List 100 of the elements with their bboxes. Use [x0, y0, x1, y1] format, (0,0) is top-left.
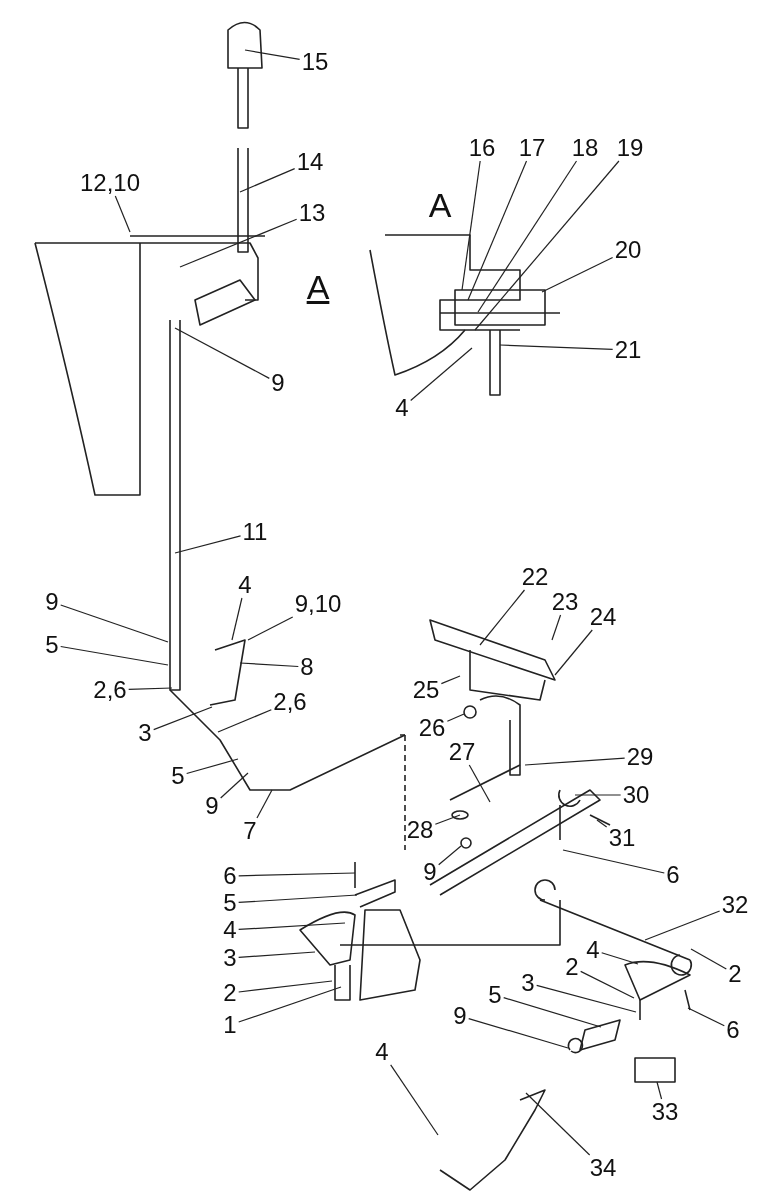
callout-number: 19: [616, 136, 644, 160]
callout-number: 11: [242, 520, 268, 544]
leader-line: [562, 849, 665, 874]
leader-line: [238, 922, 346, 931]
callout-number: 5: [171, 764, 185, 788]
callout-number: 22: [521, 565, 549, 589]
leader-line: [461, 160, 481, 291]
callout-number: 4: [375, 1040, 389, 1064]
leader-line: [238, 951, 316, 958]
leader-line: [580, 970, 635, 999]
leader-line: [601, 952, 639, 965]
callout-number: 32: [721, 893, 749, 917]
leader-line: [231, 597, 243, 641]
callout-number: 26: [418, 716, 446, 740]
leader-line: [525, 1092, 591, 1156]
leader-line: [477, 160, 578, 313]
callout-number: 17: [518, 136, 546, 160]
section-mark: A: [428, 188, 452, 222]
leader-line: [239, 662, 299, 668]
callout-number: 13: [298, 201, 326, 225]
leader-line: [596, 819, 608, 828]
leader-line: [467, 160, 528, 301]
leader-line: [551, 614, 562, 641]
callout-number: 6: [223, 864, 237, 888]
leader-line: [524, 757, 626, 766]
callout-number: 2: [223, 981, 237, 1005]
leader-line: [479, 589, 526, 646]
leader-line: [503, 997, 602, 1028]
callout-number: 5: [223, 891, 237, 915]
callout-number: 4: [586, 938, 600, 962]
callout-number: 4: [238, 573, 252, 597]
callout-number: 2: [728, 962, 742, 986]
callout-number: 5: [488, 983, 502, 1007]
leader-line: [238, 872, 356, 877]
callout-number: 24: [589, 605, 617, 629]
leader-line: [128, 687, 173, 690]
leader-line: [238, 894, 358, 904]
callout-number: 2: [565, 955, 579, 979]
callout-number: 3: [521, 971, 535, 995]
callout-number: 20: [614, 238, 642, 262]
section-mark: A: [306, 270, 330, 304]
callout-number: 7: [243, 819, 257, 843]
callout-number: 30: [622, 783, 650, 807]
callout-number: 31: [608, 826, 636, 850]
callout-number: 15: [301, 50, 329, 74]
callout-number: 16: [468, 136, 496, 160]
leader-line: [239, 168, 296, 193]
leader-line: [499, 344, 614, 350]
callout-number: 2,6: [93, 678, 127, 702]
callout-number: 1: [223, 1013, 237, 1037]
leader-line: [153, 706, 213, 731]
leader-line: [541, 256, 614, 293]
leader-line: [438, 845, 462, 866]
leader-line: [179, 218, 298, 268]
callout-number: 33: [651, 1100, 679, 1124]
leader-line: [244, 49, 301, 60]
callout-number: 9: [423, 860, 437, 884]
callout-number: 12,10: [79, 171, 141, 195]
leader-line: [468, 1017, 569, 1049]
leader-line: [554, 629, 593, 676]
callout-number: 21: [614, 338, 642, 362]
callout-number: 3: [223, 946, 237, 970]
callout-number: 6: [726, 1018, 740, 1042]
leader-line: [687, 1007, 725, 1027]
leader-line: [468, 764, 491, 803]
leader-line: [114, 195, 131, 233]
leader-line: [186, 758, 239, 775]
leader-line: [60, 604, 169, 643]
callout-number: 3: [138, 721, 152, 745]
leader-line: [238, 980, 333, 993]
leader-line: [174, 535, 242, 554]
callout-number: 9,10: [294, 592, 342, 616]
callout-number: 14: [296, 150, 324, 174]
leader-line: [256, 789, 273, 819]
callout-number: 4: [223, 918, 237, 942]
leader-line: [446, 713, 465, 722]
leader-line: [434, 814, 461, 825]
callout-number: 9: [45, 590, 59, 614]
callout-number: 6: [666, 863, 680, 887]
leader-line: [217, 709, 272, 733]
callout-number: 8: [300, 655, 314, 679]
callout-number: 9: [271, 371, 285, 395]
leader-line: [644, 910, 721, 941]
callout-number: 29: [626, 745, 654, 769]
leader-line: [220, 772, 249, 799]
callout-number: 25: [412, 678, 440, 702]
callout-number: 9: [453, 1004, 467, 1028]
callout-number: 23: [551, 590, 579, 614]
leader-line: [536, 984, 637, 1013]
leader-line: [656, 1081, 663, 1100]
leader-line: [390, 1064, 439, 1136]
leader-line: [474, 160, 620, 331]
leader-line: [440, 675, 461, 685]
callout-number: 5: [45, 633, 59, 657]
callout-number: 2,6: [273, 690, 307, 714]
leader-line: [247, 616, 294, 641]
callout-number: 34: [589, 1156, 617, 1180]
leader-line: [174, 327, 270, 379]
leader-line: [410, 347, 473, 402]
leader-line: [574, 794, 622, 796]
